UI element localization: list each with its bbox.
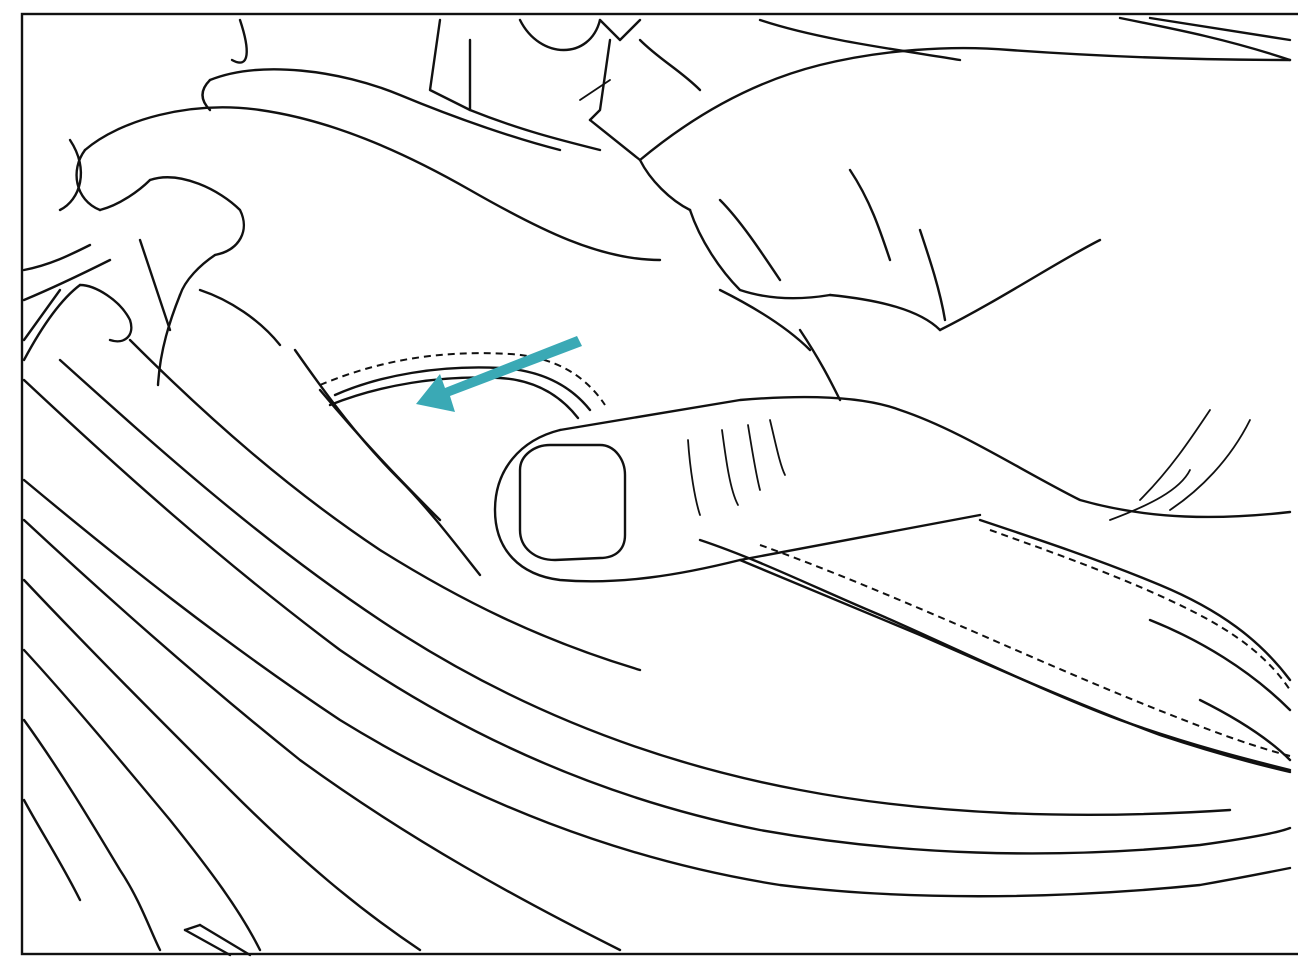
- direction-arrow: [416, 336, 582, 412]
- front-hand: [495, 48, 1290, 581]
- frame-border: [22, 14, 1298, 954]
- rear-hand-fingers: [77, 69, 660, 385]
- harness-strap: [24, 340, 1290, 955]
- background-hardware: [232, 18, 1290, 160]
